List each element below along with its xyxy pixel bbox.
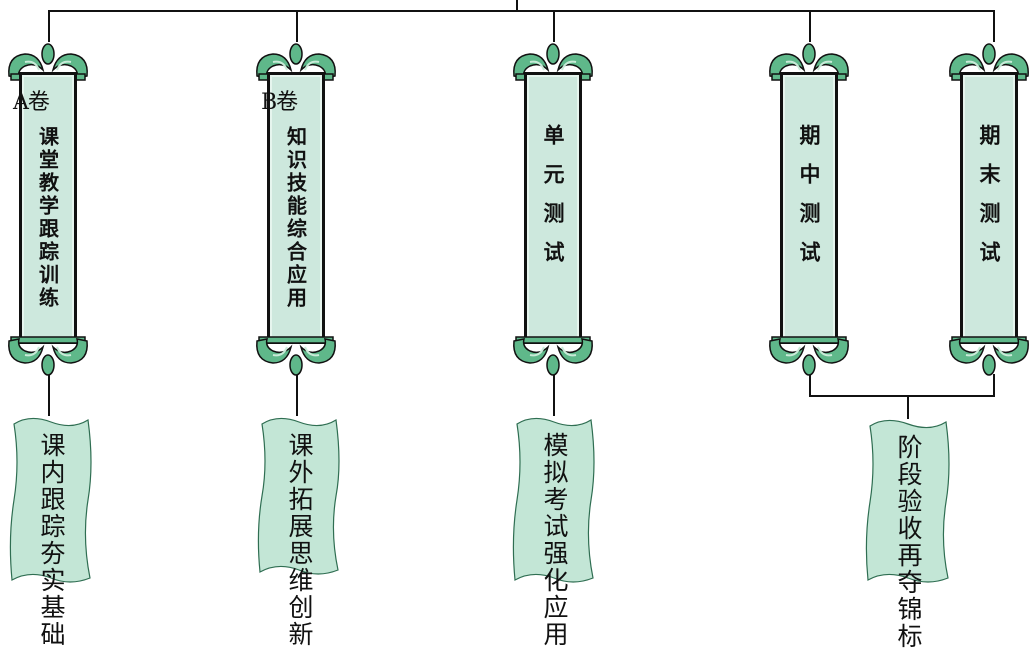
bubble-line-1: 模拟考试 xyxy=(540,432,569,540)
drop-mid xyxy=(809,10,811,42)
bubble-a: 课内跟踪夯实基础 xyxy=(8,414,94,648)
bubble-text: 课外拓展思维创新 xyxy=(282,432,316,648)
link-join xyxy=(809,395,995,397)
bubble-line-2: 思维创新 xyxy=(285,540,314,648)
scroll-text: 课堂教学跟踪训练 xyxy=(35,126,60,310)
wavy-banner-shape xyxy=(9,417,92,583)
scroll-panel xyxy=(780,72,838,344)
scroll-panel xyxy=(960,72,1018,344)
bubble-line-2: 夯实基础 xyxy=(37,540,66,648)
scroll-final: 期末测试 xyxy=(946,40,1032,376)
scroll-text: 期中测试 xyxy=(797,124,821,280)
bubble-unit: 模拟考试强化应用 xyxy=(511,414,597,648)
scroll-b: B卷 知识技能综合应用 xyxy=(253,40,339,376)
bubble-b: 课外拓展思维创新 xyxy=(256,414,342,648)
bubble-line-1: 阶段验收 xyxy=(894,434,923,542)
scroll-unit-test: 单元测试 xyxy=(510,40,596,376)
leaf-cap-bottom-icon xyxy=(949,336,1029,376)
leaf-cap-bottom-icon xyxy=(256,336,336,376)
bubble-line-1: 课内跟踪 xyxy=(37,432,66,540)
bubble-stage: 阶段验收再夺锦标 xyxy=(864,416,952,650)
scroll-panel xyxy=(267,72,325,344)
link-unit xyxy=(553,374,555,416)
top-bar xyxy=(48,10,995,12)
leaf-cap-bottom-icon xyxy=(8,336,88,376)
volume-label: B卷 xyxy=(261,90,298,115)
link-final xyxy=(993,374,995,396)
bubble-line-2: 强化应用 xyxy=(540,540,569,648)
leaf-cap-bottom-icon xyxy=(513,336,593,376)
link-stage xyxy=(907,395,909,419)
scroll-text: 单元测试 xyxy=(541,124,565,280)
scroll-panel xyxy=(19,72,77,344)
wavy-banner-shape xyxy=(865,419,950,583)
link-b xyxy=(296,374,298,416)
drop-final xyxy=(993,10,995,42)
bubble-line-1: 课外拓展 xyxy=(285,432,314,540)
link-a xyxy=(48,374,50,416)
volume-label: A卷 xyxy=(13,90,50,115)
wavy-banner-shape xyxy=(512,417,595,583)
leaf-cap-bottom-icon xyxy=(769,336,849,376)
bubble-text: 模拟考试强化应用 xyxy=(537,432,571,648)
scroll-midterm: 期中测试 xyxy=(766,40,852,376)
bubble-line-2: 再夺锦标 xyxy=(894,542,923,650)
drop-b xyxy=(296,10,298,42)
scroll-a: A卷 课堂教学跟踪训练 xyxy=(5,40,91,376)
bubble-text: 课内跟踪夯实基础 xyxy=(34,432,68,648)
scroll-text: 知识技能综合应用 xyxy=(283,126,308,310)
drop-a xyxy=(48,10,50,42)
top-stem xyxy=(516,0,518,11)
link-mid xyxy=(809,374,811,396)
bubble-text: 阶段验收再夺锦标 xyxy=(891,434,925,650)
scroll-text: 期末测试 xyxy=(977,124,1001,280)
drop-unit xyxy=(553,10,555,42)
wavy-banner-shape xyxy=(257,417,340,575)
